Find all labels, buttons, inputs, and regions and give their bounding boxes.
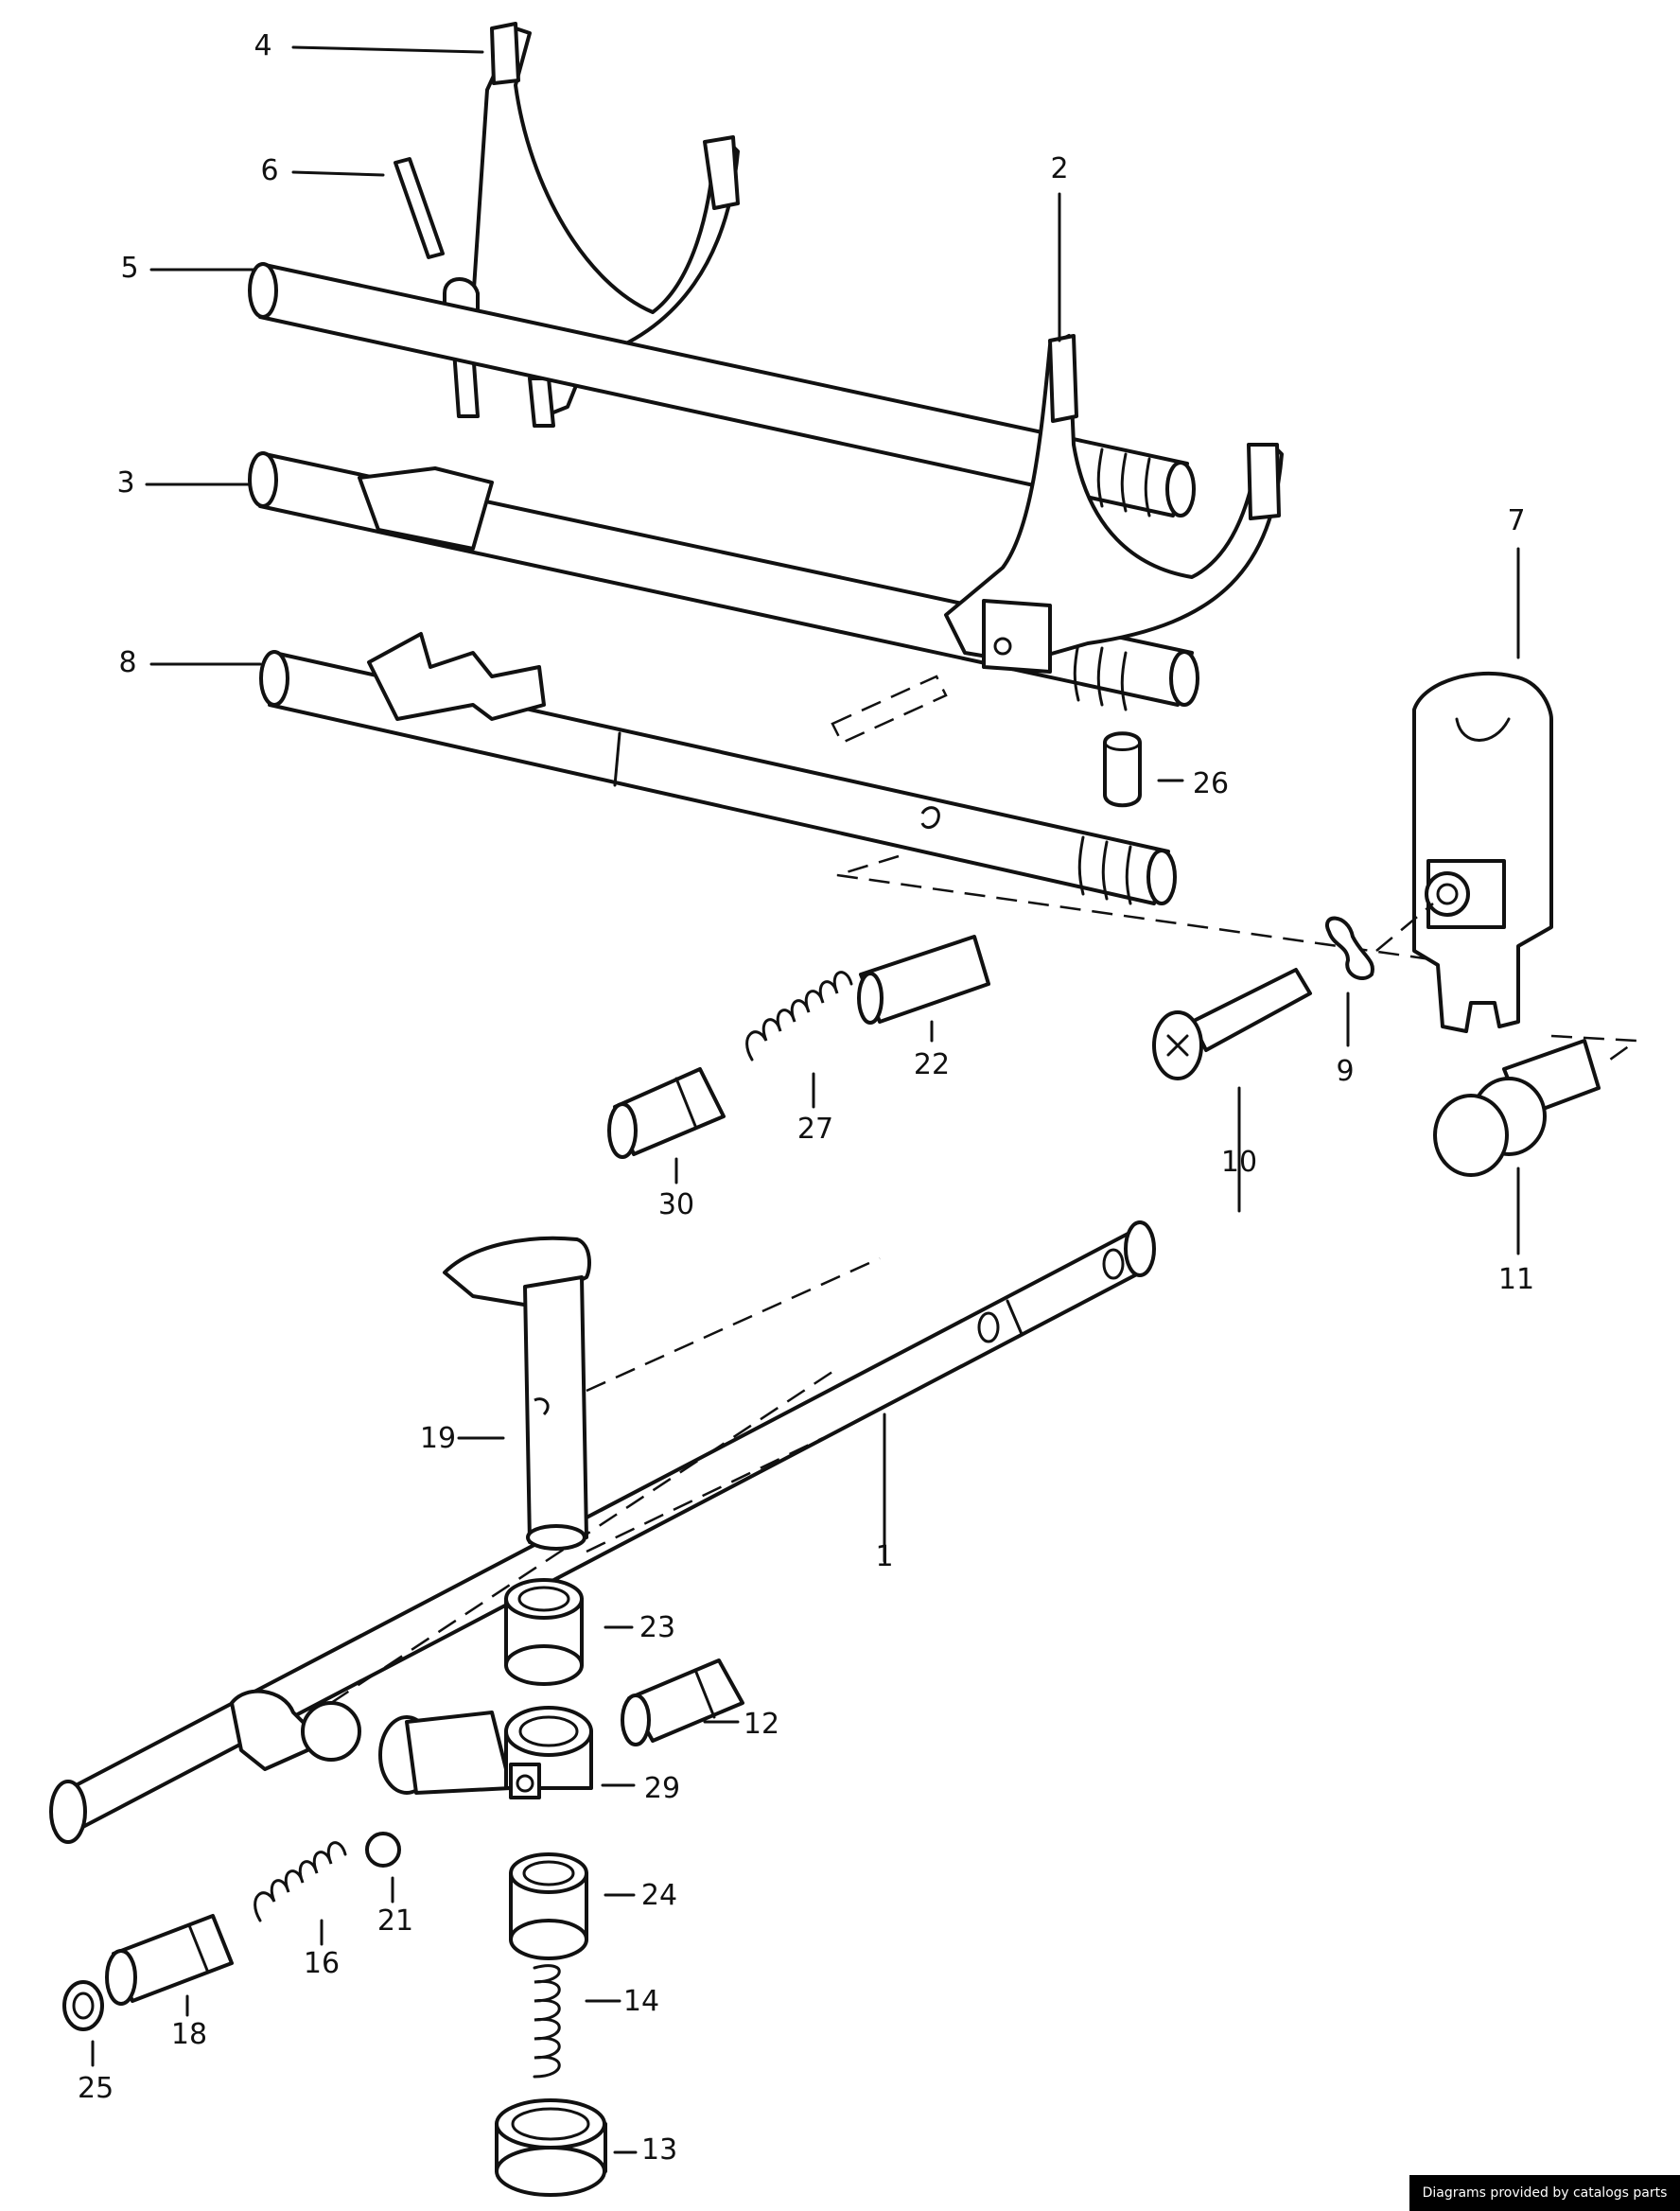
- clip-9: [1325, 916, 1374, 980]
- callout-5: 5: [120, 252, 138, 285]
- shift-rod-8: [259, 632, 1177, 905]
- callout-21: 21: [377, 1904, 413, 1938]
- callout-27: 27: [797, 1113, 833, 1146]
- callout-26: 26: [1193, 767, 1229, 800]
- bushing-13: [495, 2098, 607, 2197]
- callout-22: 22: [914, 1048, 950, 1081]
- callout-24: 24: [641, 1879, 677, 1912]
- callout-30: 30: [658, 1188, 694, 1221]
- callout-19: 19: [420, 1422, 456, 1455]
- callout-11: 11: [1498, 1263, 1534, 1296]
- ball-21: [365, 1832, 401, 1868]
- sleeve-30: [607, 1067, 726, 1159]
- callout-12: 12: [744, 1708, 779, 1741]
- callout-4: 4: [254, 29, 271, 62]
- sleeve-12: [621, 1658, 744, 1746]
- selector-finger-19: [443, 1236, 591, 1551]
- callout-3: 3: [116, 466, 134, 500]
- bushing-24: [509, 1852, 588, 1960]
- shift-lever-7: [1412, 672, 1553, 1033]
- washer-25: [62, 1980, 104, 2031]
- selector-housing-29: [378, 1706, 593, 1799]
- sleeve-18: [105, 1914, 234, 2006]
- pin-26: [1103, 731, 1142, 808]
- bushing-23: [504, 1578, 584, 1686]
- callout-8: 8: [118, 646, 136, 679]
- watermark: Diagrams provided by catalogs parts: [1409, 2175, 1680, 2211]
- bolt-10: [1152, 968, 1312, 1080]
- callout-29: 29: [644, 1772, 680, 1805]
- shift-fork-2: [944, 334, 1284, 674]
- leader-lines: [91, 45, 1520, 2154]
- callout-1: 1: [875, 1540, 893, 1573]
- selector-shaft-1: [49, 1220, 1156, 1844]
- callout-6: 6: [260, 154, 278, 187]
- spring-27: [745, 971, 853, 1062]
- callout-2: 2: [1050, 152, 1068, 185]
- spring-16: [254, 1841, 347, 1922]
- callout-23: 23: [639, 1611, 675, 1644]
- callout-14: 14: [623, 1985, 659, 2018]
- pin-6: [394, 157, 445, 259]
- callout-labels: 4 6 5 3 8 2 7 26 22 27 30 10 9 11 19 1 2…: [116, 29, 1534, 2051]
- shift-rod-5: [248, 262, 1196, 518]
- callout-9: 9: [1336, 1055, 1354, 1088]
- spring-14: [533, 1964, 561, 2079]
- callout-10: 10: [1221, 1146, 1257, 1179]
- callout-16: 16: [304, 1947, 340, 1980]
- callout-7: 7: [1507, 504, 1525, 537]
- plunger-22: [857, 935, 990, 1025]
- callout-18: 18: [171, 2018, 207, 2051]
- pivot-pin-11: [1433, 1039, 1601, 1177]
